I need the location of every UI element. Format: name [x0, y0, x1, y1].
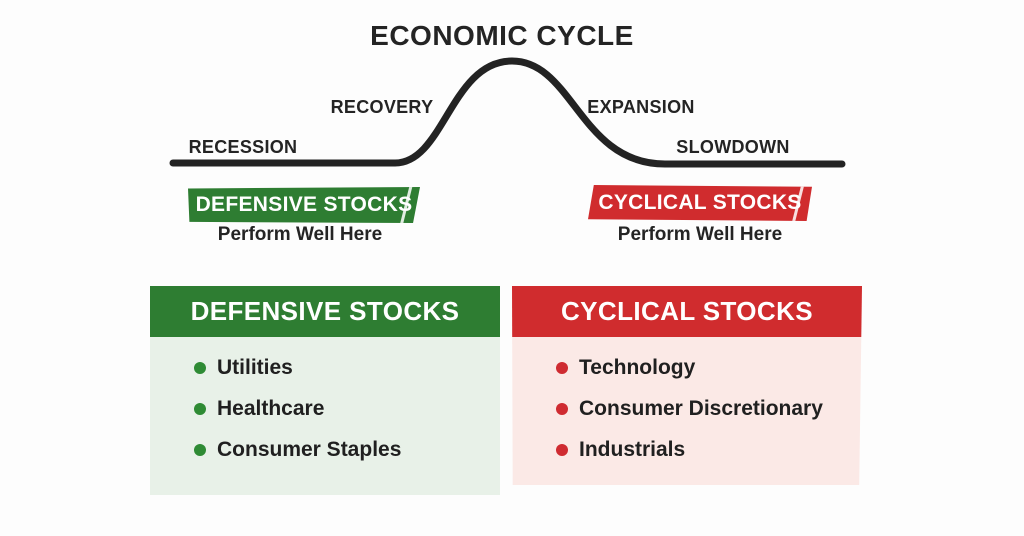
cyclical-banner-label: CYCLICAL STOCKS — [598, 191, 802, 214]
bullet-icon — [194, 443, 206, 456]
defensive-card-list: Utilities Healthcare Consumer Staples — [150, 337, 500, 495]
cyclical-stocks-banner: CYCLICAL STOCKS — [588, 185, 812, 221]
list-item-label: Industrials — [579, 437, 686, 461]
defensive-banner-label: DEFENSIVE STOCKS — [195, 193, 413, 216]
bullet-icon — [194, 361, 206, 374]
list-item: Consumer Staples — [194, 429, 500, 470]
cyclical-card-header: CYCLICAL STOCKS — [512, 286, 862, 337]
list-item: Healthcare — [194, 388, 500, 429]
phase-label-expansion: EXPANSION — [587, 97, 695, 117]
phase-label-recovery: RECOVERY — [330, 97, 434, 117]
list-item: Utilities — [194, 347, 500, 388]
cyclical-perform-note: Perform Well Here — [617, 224, 783, 245]
phase-label-recession: RECESSION — [188, 137, 298, 157]
bullet-icon — [556, 443, 568, 456]
cyclical-card-list: Technology Consumer Discretionary Indust… — [512, 337, 862, 485]
list-item: Consumer Discretionary — [556, 388, 862, 429]
list-item-label: Healthcare — [217, 396, 325, 420]
defensive-stocks-card: DEFENSIVE STOCKS Utilities Healthcare Co… — [150, 286, 500, 495]
list-item-label: Technology — [579, 355, 696, 379]
page-title: ECONOMIC CYCLE — [370, 20, 634, 51]
economic-cycle-curve — [169, 57, 846, 168]
list-item-label: Utilities — [217, 355, 293, 379]
defensive-card-header: DEFENSIVE STOCKS — [150, 286, 500, 337]
phase-label-slowdown: SLOWDOWN — [676, 137, 790, 157]
bullet-icon — [556, 361, 568, 374]
bullet-icon — [556, 402, 568, 415]
list-item-label: Consumer Discretionary — [579, 396, 823, 420]
cycle-curve-path — [169, 57, 846, 168]
defensive-card-title: DEFENSIVE STOCKS — [190, 296, 460, 326]
list-item-label: Consumer Staples — [217, 437, 402, 461]
defensive-perform-note: Perform Well Here — [217, 224, 383, 245]
list-item: Industrials — [556, 429, 862, 470]
cyclical-stocks-card: CYCLICAL STOCKS Technology Consumer Disc… — [512, 286, 862, 485]
list-item: Technology — [556, 347, 862, 388]
cyclical-card-title: CYCLICAL STOCKS — [560, 296, 814, 326]
bullet-icon — [194, 402, 206, 415]
defensive-stocks-banner: DEFENSIVE STOCKS — [188, 187, 420, 223]
